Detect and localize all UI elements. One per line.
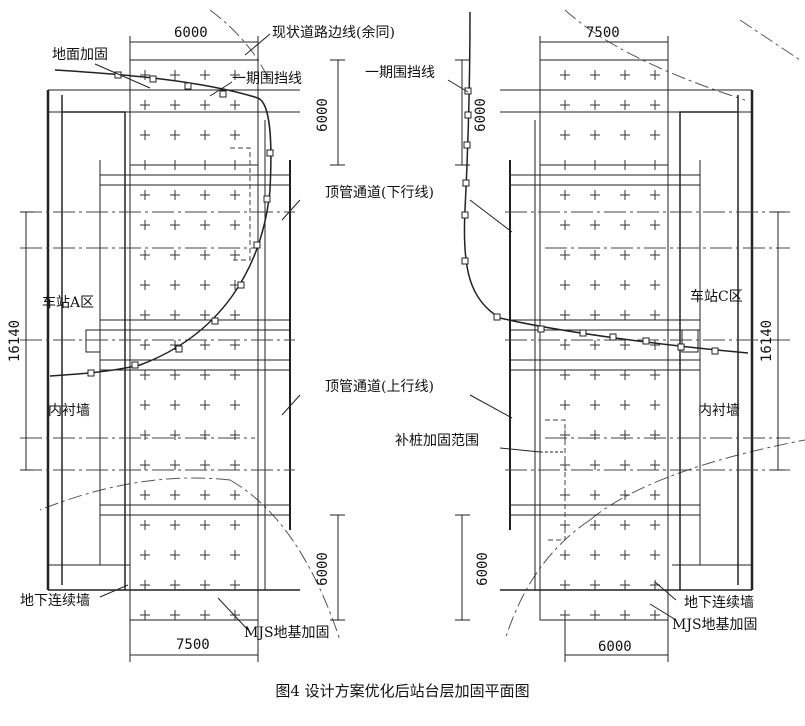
- dimension-right-vertical-top: 6000: [472, 98, 489, 132]
- figure-caption: 图4 设计方案优化后站台层加固平面图: [275, 682, 530, 700]
- left-phase1-fence: [49, 69, 272, 377]
- dimension-left-vertical-bottom: 6000: [314, 552, 331, 586]
- diaphragm-wall-right-label: 地下连续墙: [684, 595, 754, 611]
- station-c-label: 车站C区: [690, 289, 743, 305]
- dimension-right-total: 16140: [759, 319, 776, 363]
- dimension-lines: [20, 36, 785, 662]
- dimension-bottom-right: 6000: [598, 639, 632, 655]
- lining-wall-left-label: 内衬墙: [48, 403, 90, 419]
- station-a-label: 车站A区: [42, 295, 95, 311]
- pipe-tunnel-bands: [100, 120, 700, 590]
- lining-wall-right-label: 内衬墙: [698, 403, 740, 419]
- phase1-fence-left-label: 一期围挡线: [232, 71, 302, 87]
- ground-reinforce-label: 地面加固: [52, 47, 108, 63]
- mjs-left-label: MJS地基加固: [244, 625, 330, 641]
- pile-range-dashes: [230, 147, 566, 541]
- phase1-fence-right-label: 一期围挡线: [365, 65, 435, 81]
- dimension-bottom-left: 7500: [176, 637, 210, 653]
- left-fence-posts: [87, 71, 274, 377]
- dimension-top-right: 7500: [586, 25, 620, 41]
- right-fence-posts: [461, 87, 719, 355]
- pipe-down-label: 顶管通道(下行线): [325, 185, 434, 201]
- pile-range-label: 补桩加固范围: [395, 433, 479, 449]
- dimension-left-total: 16140: [7, 319, 24, 363]
- pipe-up-label: 顶管通道(上行线): [325, 379, 434, 395]
- road-edge-label: 现状道路边线(余同): [272, 25, 395, 41]
- leader-lines: [94, 33, 677, 631]
- diaphragm-wall-left-label: 地下连续墙: [20, 593, 90, 609]
- dimension-right-vertical-bottom: 6000: [474, 552, 491, 586]
- dimension-top-left: 6000: [174, 25, 208, 41]
- dimension-left-vertical-top: 6000: [314, 98, 331, 132]
- mjs-right-label: MJS地基加固: [672, 617, 758, 633]
- right-phase1-fence: [463, 11, 749, 354]
